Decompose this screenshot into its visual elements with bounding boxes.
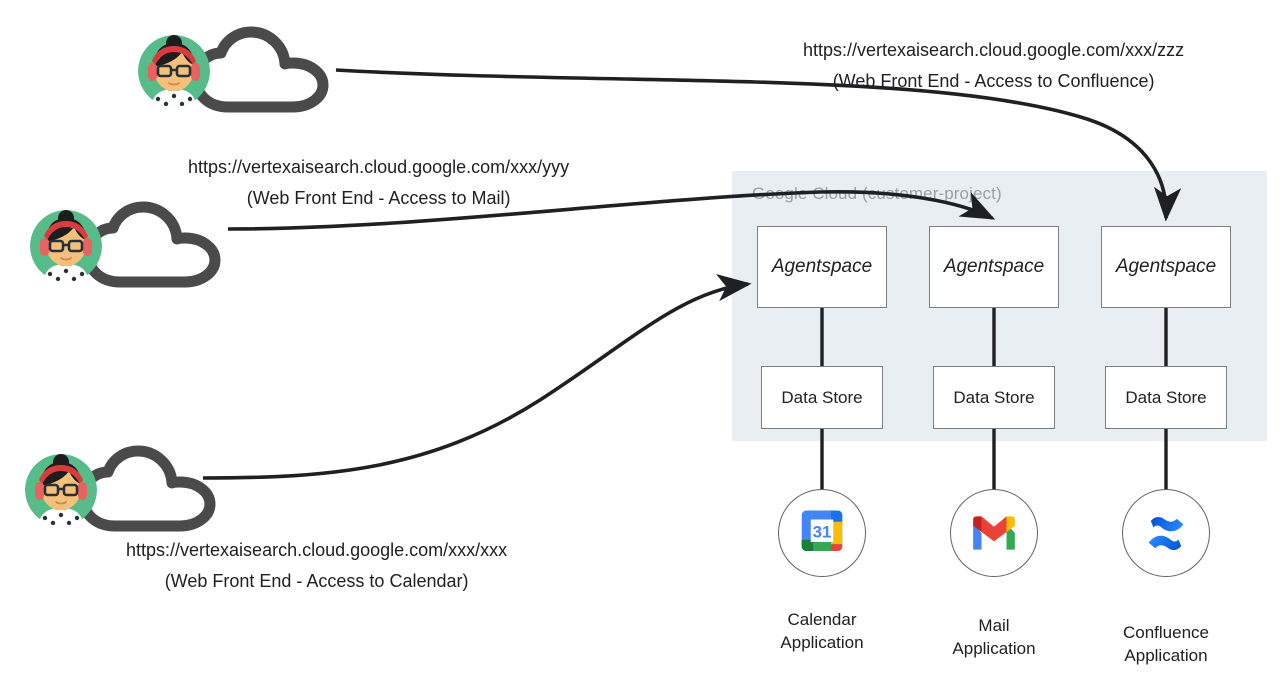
- app-caption-mail: Mail Application: [914, 614, 1074, 660]
- url-text: https://vertexaisearch.cloud.google.com/…: [803, 40, 1185, 60]
- arrow-user-confluence-to-agentspace: [335, 68, 1182, 222]
- user-avatar-icon: [25, 454, 97, 526]
- app-circle-mail[interactable]: [950, 489, 1038, 577]
- datastore-box-confluence[interactable]: Data Store: [1105, 366, 1227, 429]
- url-text: https://vertexaisearch.cloud.google.com/…: [188, 157, 570, 177]
- datastore-box-mail[interactable]: Data Store: [933, 366, 1055, 429]
- agentspace-label: Agentspace: [943, 256, 1045, 277]
- url-label-mail: https://vertexaisearch.cloud.google.com/…: [188, 152, 569, 214]
- app-caption-line1: Calendar: [787, 610, 857, 629]
- app-caption-line1: Mail: [978, 616, 1010, 635]
- agentspace-label: Agentspace: [771, 256, 873, 277]
- app-circle-confluence[interactable]: [1122, 489, 1210, 577]
- app-caption-line2: Application: [952, 639, 1036, 658]
- url-label-confluence: https://vertexaisearch.cloud.google.com/…: [803, 35, 1184, 97]
- agentspace-label: Agentspace: [1115, 256, 1217, 277]
- agentspace-box-mail[interactable]: Agentspace: [929, 226, 1059, 308]
- agentspace-box-confluence[interactable]: Agentspace: [1101, 226, 1231, 308]
- url-label-calendar: https://vertexaisearch.cloud.google.com/…: [126, 535, 507, 597]
- arrow-user-mail-to-agentspace: [227, 189, 996, 231]
- url-description: (Web Front End - Access to Mail): [246, 188, 511, 208]
- datastore-label: Data Store: [953, 387, 1035, 407]
- user-avatar-icon: [138, 35, 210, 107]
- app-caption-line2: Application: [780, 633, 864, 652]
- user-group-calendar[interactable]: [25, 442, 225, 534]
- app-caption-calendar: Calendar Application: [742, 608, 902, 654]
- google-calendar-icon: 31: [801, 510, 843, 551]
- app-caption-line2: Application: [1124, 646, 1208, 665]
- arrow-user-calendar-to-agentspace: [202, 274, 752, 480]
- user-group-confluence[interactable]: [138, 23, 338, 115]
- user-avatar-icon: [30, 210, 102, 282]
- datastore-box-calendar[interactable]: Data Store: [761, 366, 883, 429]
- app-caption-confluence: Confluence Application: [1086, 621, 1246, 667]
- gmail-icon: [973, 516, 1015, 550]
- calendar-day-number: 31: [813, 523, 832, 542]
- app-circle-calendar[interactable]: 31: [778, 489, 866, 577]
- confluence-icon: [1148, 517, 1184, 551]
- url-description: (Web Front End - Access to Confluence): [832, 71, 1155, 91]
- url-text: https://vertexaisearch.cloud.google.com/…: [126, 540, 508, 560]
- app-caption-line1: Confluence: [1122, 623, 1209, 642]
- datastore-label: Data Store: [1125, 387, 1207, 407]
- agentspace-box-calendar[interactable]: Agentspace: [757, 226, 887, 308]
- datastore-label: Data Store: [781, 387, 863, 407]
- url-description: (Web Front End - Access to Calendar): [164, 571, 469, 591]
- user-group-mail[interactable]: [30, 198, 230, 290]
